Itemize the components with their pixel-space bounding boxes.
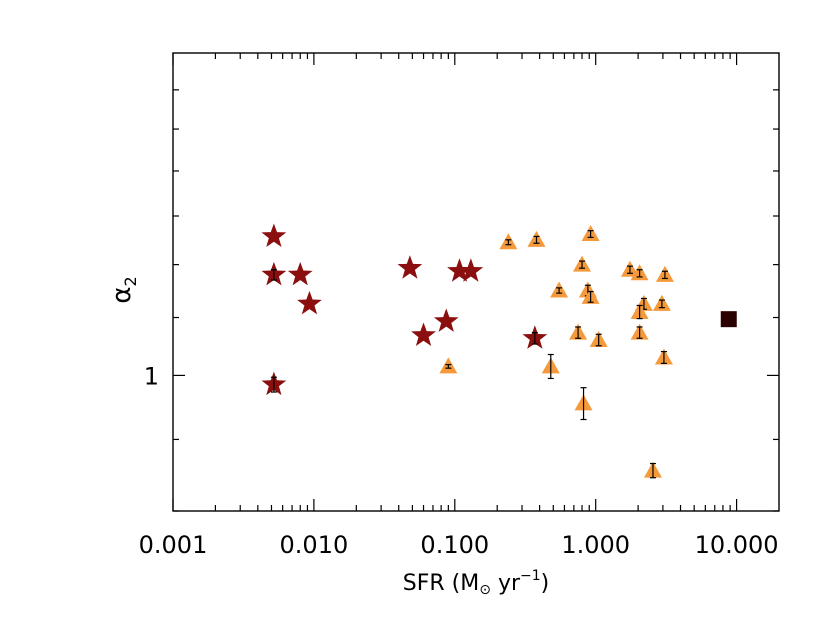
star-marker — [458, 258, 484, 282]
axis-tick-labels: 0.001 0.010 0.100 1.000 10.000 1 — [139, 362, 779, 559]
sun-symbol: ⊙ — [479, 582, 491, 598]
x-tick-label: 10.000 — [695, 531, 779, 559]
star-marker — [433, 308, 459, 332]
data-markers — [261, 223, 737, 479]
x-tick-label: 0.001 — [139, 531, 208, 559]
x-tick-label: 0.100 — [420, 531, 489, 559]
y-axis-title: α2 — [107, 276, 140, 303]
star-marker — [287, 261, 313, 286]
x-tick-label: 1.000 — [561, 531, 630, 559]
star-marker — [411, 322, 436, 346]
star-marker — [261, 223, 287, 247]
square-marker — [720, 311, 737, 328]
star-marker — [397, 255, 423, 279]
x-axis-title: SFR (M⊙ yr−1) — [403, 568, 550, 598]
x-tick-label: 0.010 — [280, 531, 349, 559]
axis-ticks — [172, 53, 779, 512]
y-tick-label: 1 — [144, 362, 159, 390]
star-marker — [447, 258, 472, 282]
plot-frame — [172, 52, 780, 512]
star-marker — [297, 290, 322, 315]
